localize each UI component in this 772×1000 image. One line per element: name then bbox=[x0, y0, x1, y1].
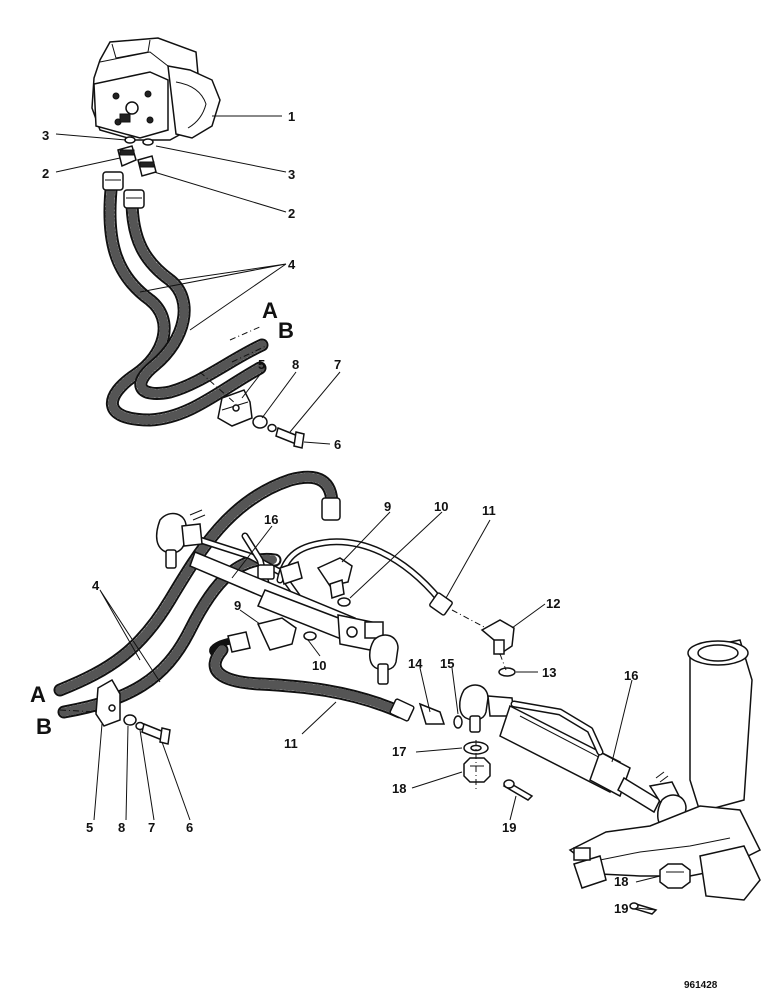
callout-11: 11 bbox=[482, 503, 496, 518]
leader-lines bbox=[55, 115, 661, 911]
steering-cylinder-right bbox=[459, 684, 687, 843]
callout-7: 7 bbox=[334, 357, 341, 372]
callout-2: 2 bbox=[42, 166, 49, 181]
callout-5: 5 bbox=[86, 820, 93, 835]
callout-14: 14 bbox=[408, 656, 423, 671]
callout-12: 12 bbox=[546, 596, 560, 611]
callout-18: 18 bbox=[392, 781, 406, 796]
callout-1: 1 bbox=[288, 109, 295, 124]
callout-16: 16 bbox=[624, 668, 638, 683]
hose-clamp-top bbox=[217, 389, 305, 449]
callout-4: 4 bbox=[288, 257, 296, 272]
centerline-elbow bbox=[451, 609, 487, 629]
drawing-reference-number: 961428 bbox=[684, 980, 718, 991]
label-b-top: B bbox=[278, 318, 294, 343]
cylinder-hose-lower bbox=[208, 643, 415, 722]
callout-9: 9 bbox=[234, 598, 241, 613]
centerline-b-top bbox=[231, 345, 267, 363]
callout-9: 9 bbox=[384, 499, 391, 514]
hoses-top bbox=[102, 171, 269, 427]
callout-15: 15 bbox=[440, 656, 454, 671]
callout-11: 11 bbox=[284, 736, 298, 751]
centerline-elbow-seal bbox=[499, 653, 507, 671]
elbow-fittings bbox=[418, 619, 516, 729]
callout-13: 13 bbox=[542, 665, 556, 680]
callout-6: 6 bbox=[334, 437, 341, 452]
tee-connector-upper bbox=[276, 538, 453, 616]
o-ring-seals bbox=[124, 136, 154, 146]
centerline-clamp-bottom bbox=[59, 709, 99, 713]
washer-nut-splitpin-cylinder bbox=[463, 741, 534, 801]
label-a-top: A bbox=[262, 298, 278, 323]
label-a-bottom: A bbox=[30, 682, 46, 707]
callout-17: 17 bbox=[392, 744, 406, 759]
callout-8: 8 bbox=[292, 357, 299, 372]
callout-6: 6 bbox=[186, 820, 193, 835]
callout-10: 10 bbox=[434, 499, 448, 514]
callout-2: 2 bbox=[288, 206, 295, 221]
adaptor-fittings bbox=[117, 145, 157, 177]
connection-letters: A B A B bbox=[30, 298, 294, 739]
steering-valve-unit bbox=[91, 37, 221, 141]
callout-19: 19 bbox=[502, 820, 516, 835]
callout-3: 3 bbox=[42, 128, 49, 143]
callout-8: 8 bbox=[118, 820, 125, 835]
callout-4: 4 bbox=[92, 578, 100, 593]
centerline-clamp-top bbox=[199, 371, 237, 405]
callout-10: 10 bbox=[312, 658, 326, 673]
callout-labels: 1 2 2 3 3 4 5 8 7 6 9 10 11 16 4 9 10 12… bbox=[42, 109, 638, 916]
callout-7: 7 bbox=[148, 820, 155, 835]
axle-housing bbox=[568, 639, 762, 915]
callout-3: 3 bbox=[288, 167, 295, 182]
callout-16: 16 bbox=[264, 512, 278, 527]
centerline-a-top bbox=[229, 325, 263, 341]
hose-clamp-bottom bbox=[95, 678, 171, 745]
callout-18: 18 bbox=[614, 874, 628, 889]
callout-19: 19 bbox=[614, 901, 628, 916]
callout-5: 5 bbox=[258, 357, 265, 372]
steering-cylinder-left bbox=[155, 509, 399, 685]
label-b-bottom: B bbox=[36, 714, 52, 739]
